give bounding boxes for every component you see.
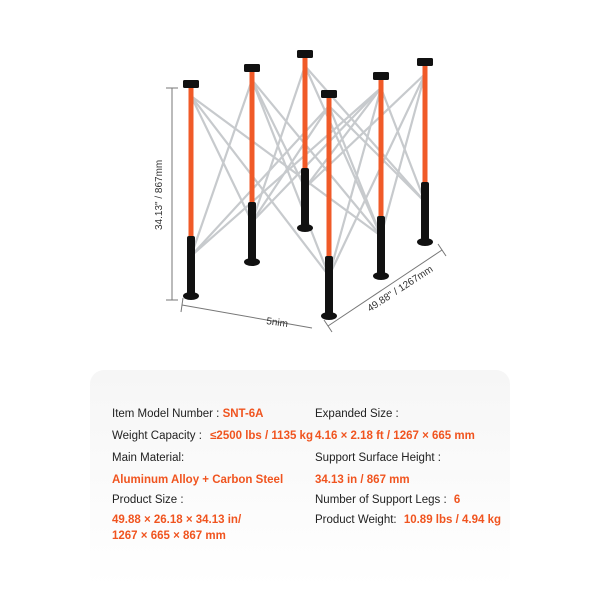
leg-middle-right	[373, 72, 389, 280]
leg-lower-sleeve	[421, 182, 429, 240]
leg-top-cap	[373, 72, 389, 80]
size-value-line-1: 49.88 × 26.18 × 34.13 in/	[112, 514, 242, 526]
cross-brace	[190, 95, 330, 277]
weight-row: Product Weight: 10.89 lbs / 4.94 kg	[315, 514, 501, 526]
capacity-row: Weight Capacity : ≤2500 lbs / 1135 kg	[112, 430, 313, 442]
cross-brace	[303, 65, 383, 237]
cross-brace	[251, 87, 382, 223]
legs-value: 6	[453, 494, 461, 506]
leg-foot	[417, 238, 433, 246]
specifications-panel: Item Model Number : SNT-6A Weight Capaci…	[90, 370, 510, 588]
size-value-line-2: 1267 × 665 × 867 mm	[112, 530, 226, 542]
leg-back-left	[244, 64, 260, 266]
leg-tube	[378, 80, 384, 216]
leg-top-cap	[417, 58, 433, 66]
model-label: Item Model Number :	[112, 408, 220, 420]
leg-lower-sleeve	[301, 168, 309, 226]
cross-brace	[190, 95, 253, 223]
leg-back-middle	[297, 50, 313, 232]
model-row: Item Model Number : SNT-6A	[112, 408, 263, 420]
cross-brace	[304, 65, 426, 203]
leg-tube	[302, 58, 308, 168]
leg-tube	[326, 98, 332, 256]
width-dimension-label: 5nim	[266, 316, 289, 330]
cross-brace	[328, 105, 426, 203]
leg-tube	[422, 66, 428, 182]
leg-top-cap	[183, 80, 199, 88]
cross-brace	[304, 87, 382, 189]
leg-foot	[183, 292, 199, 300]
cross-brace	[328, 73, 426, 277]
leg-lower-sleeve	[187, 236, 195, 294]
sawhorse-diagram: 34.13" / 867mm 49.88" / 1267mm 5nim	[154, 50, 447, 333]
leg-top-cap	[297, 50, 313, 58]
cross-brace	[327, 87, 383, 277]
length-dimension	[323, 243, 447, 333]
leg-tube	[249, 72, 255, 202]
capacity-value: ≤2500 lbs / 1135 kg	[210, 430, 313, 442]
leg-foot	[321, 312, 337, 320]
material-label: Main Material:	[112, 452, 185, 464]
leg-foot	[244, 258, 260, 266]
surface-value: 34.13 in / 867 mm	[315, 474, 410, 486]
support-legs	[183, 50, 433, 320]
cross-brace	[379, 73, 427, 237]
capacity-label: Weight Capacity :	[112, 430, 202, 442]
width-dimension	[180, 297, 313, 329]
cross-brace	[189, 79, 254, 257]
leg-lower-sleeve	[325, 256, 333, 314]
expanded-value: 4.16 × 2.18 ft / 1267 × 665 mm	[315, 430, 475, 442]
legs-row: Number of Support Legs : 6	[315, 494, 460, 506]
height-dimension-label: 34.13" / 867mm	[154, 160, 165, 230]
leg-lower-sleeve	[248, 202, 256, 260]
cross-brace	[250, 79, 331, 277]
cross-brace	[251, 105, 330, 223]
leg-top-cap	[244, 64, 260, 72]
cross-brace	[379, 87, 427, 203]
surface-label: Support Surface Height :	[315, 452, 441, 464]
length-dimension-label: 49.88" / 1267mm	[366, 264, 436, 315]
leg-top-cap	[321, 90, 337, 98]
height-dimension	[166, 87, 178, 301]
weight-value: 10.89 lbs / 4.94 kg	[403, 514, 501, 526]
leg-back-right	[417, 58, 433, 246]
leg-tube	[188, 88, 194, 236]
cross-brace	[250, 65, 307, 223]
leg-foot	[373, 272, 389, 280]
weight-label: Product Weight:	[315, 514, 397, 526]
expanded-label: Expanded Size :	[315, 408, 399, 420]
model-value: SNT-6A	[222, 408, 264, 420]
size-label: Product Size :	[112, 494, 184, 506]
cross-braces	[189, 65, 427, 277]
cross-brace	[251, 79, 306, 189]
leg-foot	[297, 224, 313, 232]
leg-front-right	[321, 90, 337, 320]
leg-lower-sleeve	[377, 216, 385, 274]
leg-front-left	[183, 80, 199, 300]
legs-label: Number of Support Legs :	[315, 494, 447, 506]
material-value: Aluminum Alloy + Carbon Steel	[112, 474, 284, 486]
